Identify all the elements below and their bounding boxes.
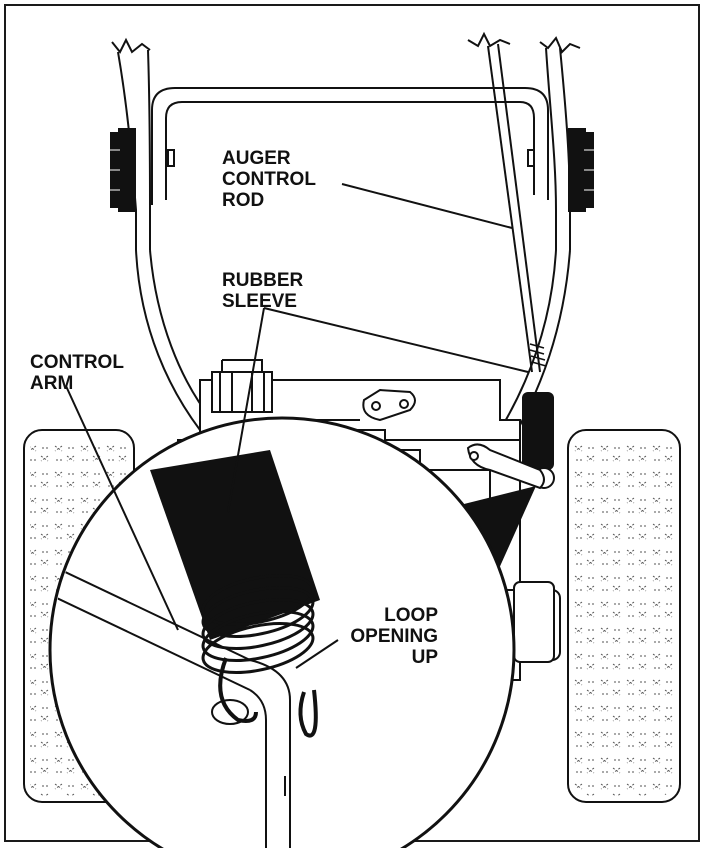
right-tire xyxy=(567,429,681,803)
detail-magnifier xyxy=(48,416,516,848)
mounting-bracket xyxy=(211,359,273,413)
label-control-arm: CONTROL ARM xyxy=(30,352,124,394)
auger-control-rod xyxy=(467,31,547,373)
cross-handle xyxy=(151,87,549,205)
leader-lines xyxy=(65,183,529,669)
right-knob xyxy=(568,128,594,212)
label-rubber-sleeve: RUBBER SLEEVE xyxy=(222,270,304,312)
left-handle xyxy=(111,37,213,431)
label-auger-control-rod: AUGER CONTROL ROD xyxy=(222,148,316,211)
control-arm-link xyxy=(466,443,545,490)
left-knob xyxy=(110,128,136,212)
right-handle xyxy=(499,36,581,441)
label-loop-opening-up: LOOP OPENING UP xyxy=(350,605,438,668)
